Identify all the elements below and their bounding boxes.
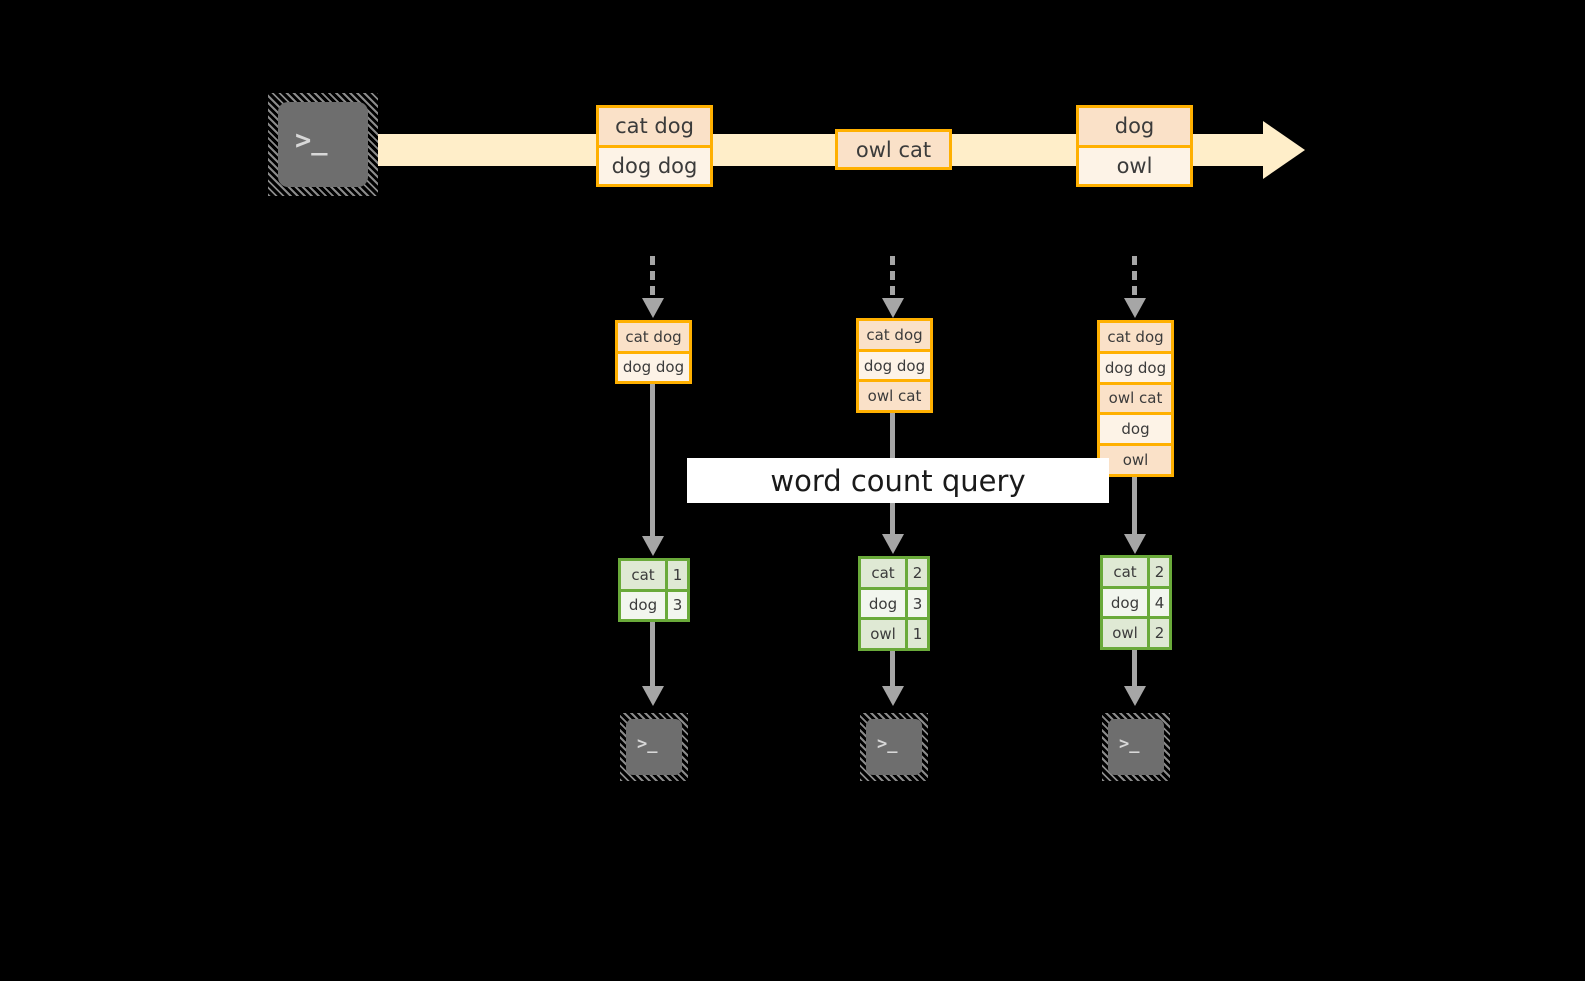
table-row: dog 3 (621, 588, 687, 619)
record-line: dog (1079, 108, 1190, 145)
snapshot-3-input-box[interactable]: cat dog dog dog owl cat dog owl (1097, 320, 1174, 477)
terminal-prompt-glyph: >_ (877, 734, 898, 754)
terminal-prompt-glyph: >_ (637, 734, 658, 754)
record-line: owl cat (1100, 381, 1171, 413)
result-word-cell: dog (1103, 588, 1147, 617)
terminal-body (866, 719, 922, 775)
table-row: cat 2 (861, 559, 927, 587)
terminal-prompt-glyph: >_ (295, 125, 328, 156)
snapshot-2-sink-terminal-icon[interactable]: >_ (860, 713, 928, 781)
dashed-connector (650, 256, 655, 302)
record-line: cat dog (599, 108, 710, 145)
result-count-cell: 1 (905, 620, 927, 649)
dashed-connector (890, 256, 895, 302)
terminal-body (626, 719, 682, 775)
query-connector-arrowhead (1124, 534, 1146, 554)
sink-connector-arrowhead (642, 686, 664, 706)
terminal-body (1108, 719, 1164, 775)
snapshot-3-result-table[interactable]: cat 2 dog 4 owl 2 (1100, 555, 1172, 650)
result-word-cell: dog (861, 589, 905, 618)
result-count-cell: 2 (1147, 558, 1169, 586)
query-label-banner: word count query (687, 458, 1109, 503)
stream-record-1[interactable]: cat dog dog dog (596, 105, 713, 187)
result-word-cell: owl (1103, 619, 1147, 648)
result-count-cell: 3 (905, 589, 927, 618)
record-line: dog dog (1100, 350, 1171, 382)
snapshot-3-sink-terminal-icon[interactable]: >_ (1102, 713, 1170, 781)
sink-connector (650, 622, 655, 688)
record-line: cat dog (618, 323, 689, 351)
result-count-cell: 4 (1147, 588, 1169, 617)
result-count-cell: 1 (665, 561, 687, 589)
record-line: cat dog (859, 321, 930, 349)
table-row: cat 1 (621, 561, 687, 589)
dashed-connector-arrowhead (642, 298, 664, 318)
result-count-cell: 2 (1147, 619, 1169, 648)
stream-arrowhead (1263, 121, 1305, 179)
record-line: owl (1100, 443, 1171, 474)
dashed-connector-arrowhead (1124, 298, 1146, 318)
result-count-cell: 2 (905, 559, 927, 587)
query-connector-arrowhead (642, 536, 664, 556)
dashed-connector (1132, 256, 1137, 302)
result-word-cell: cat (1103, 558, 1147, 586)
record-line: cat dog (1100, 323, 1171, 351)
record-line: owl cat (859, 379, 930, 411)
table-row: dog 4 (1103, 585, 1169, 617)
stream-record-2[interactable]: owl cat (835, 129, 952, 170)
terminal-prompt-glyph: >_ (1119, 734, 1140, 754)
table-row: dog 3 (861, 586, 927, 618)
result-word-cell: dog (621, 591, 665, 619)
sink-connector-arrowhead (882, 686, 904, 706)
record-line: dog dog (599, 144, 710, 184)
record-line: owl (1079, 144, 1190, 184)
query-connector (1132, 477, 1137, 536)
record-line: dog (1100, 412, 1171, 444)
snapshot-2-result-table[interactable]: cat 2 dog 3 owl 1 (858, 556, 930, 651)
query-connector-arrowhead (882, 534, 904, 554)
record-line: owl cat (838, 132, 949, 167)
result-word-cell: owl (861, 620, 905, 649)
sink-connector-arrowhead (1124, 686, 1146, 706)
snapshot-1-input-box[interactable]: cat dog dog dog (615, 320, 692, 384)
source-terminal-icon[interactable]: >_ (268, 93, 378, 196)
snapshot-1-sink-terminal-icon[interactable]: >_ (620, 713, 688, 781)
record-line: dog dog (618, 350, 689, 381)
record-line: dog dog (859, 348, 930, 380)
table-row: owl 1 (861, 617, 927, 649)
snapshot-2-input-box[interactable]: cat dog dog dog owl cat (856, 318, 933, 413)
sink-connector (1132, 650, 1137, 688)
result-word-cell: cat (621, 561, 665, 589)
snapshot-1-result-table[interactable]: cat 1 dog 3 (618, 558, 690, 622)
dashed-connector-arrowhead (882, 298, 904, 318)
table-row: cat 2 (1103, 558, 1169, 586)
result-count-cell: 3 (665, 591, 687, 619)
result-word-cell: cat (861, 559, 905, 587)
table-row: owl 2 (1103, 616, 1169, 648)
stream-record-3[interactable]: dog owl (1076, 105, 1193, 187)
query-connector (650, 384, 655, 538)
terminal-body (278, 102, 368, 187)
sink-connector (890, 651, 895, 688)
